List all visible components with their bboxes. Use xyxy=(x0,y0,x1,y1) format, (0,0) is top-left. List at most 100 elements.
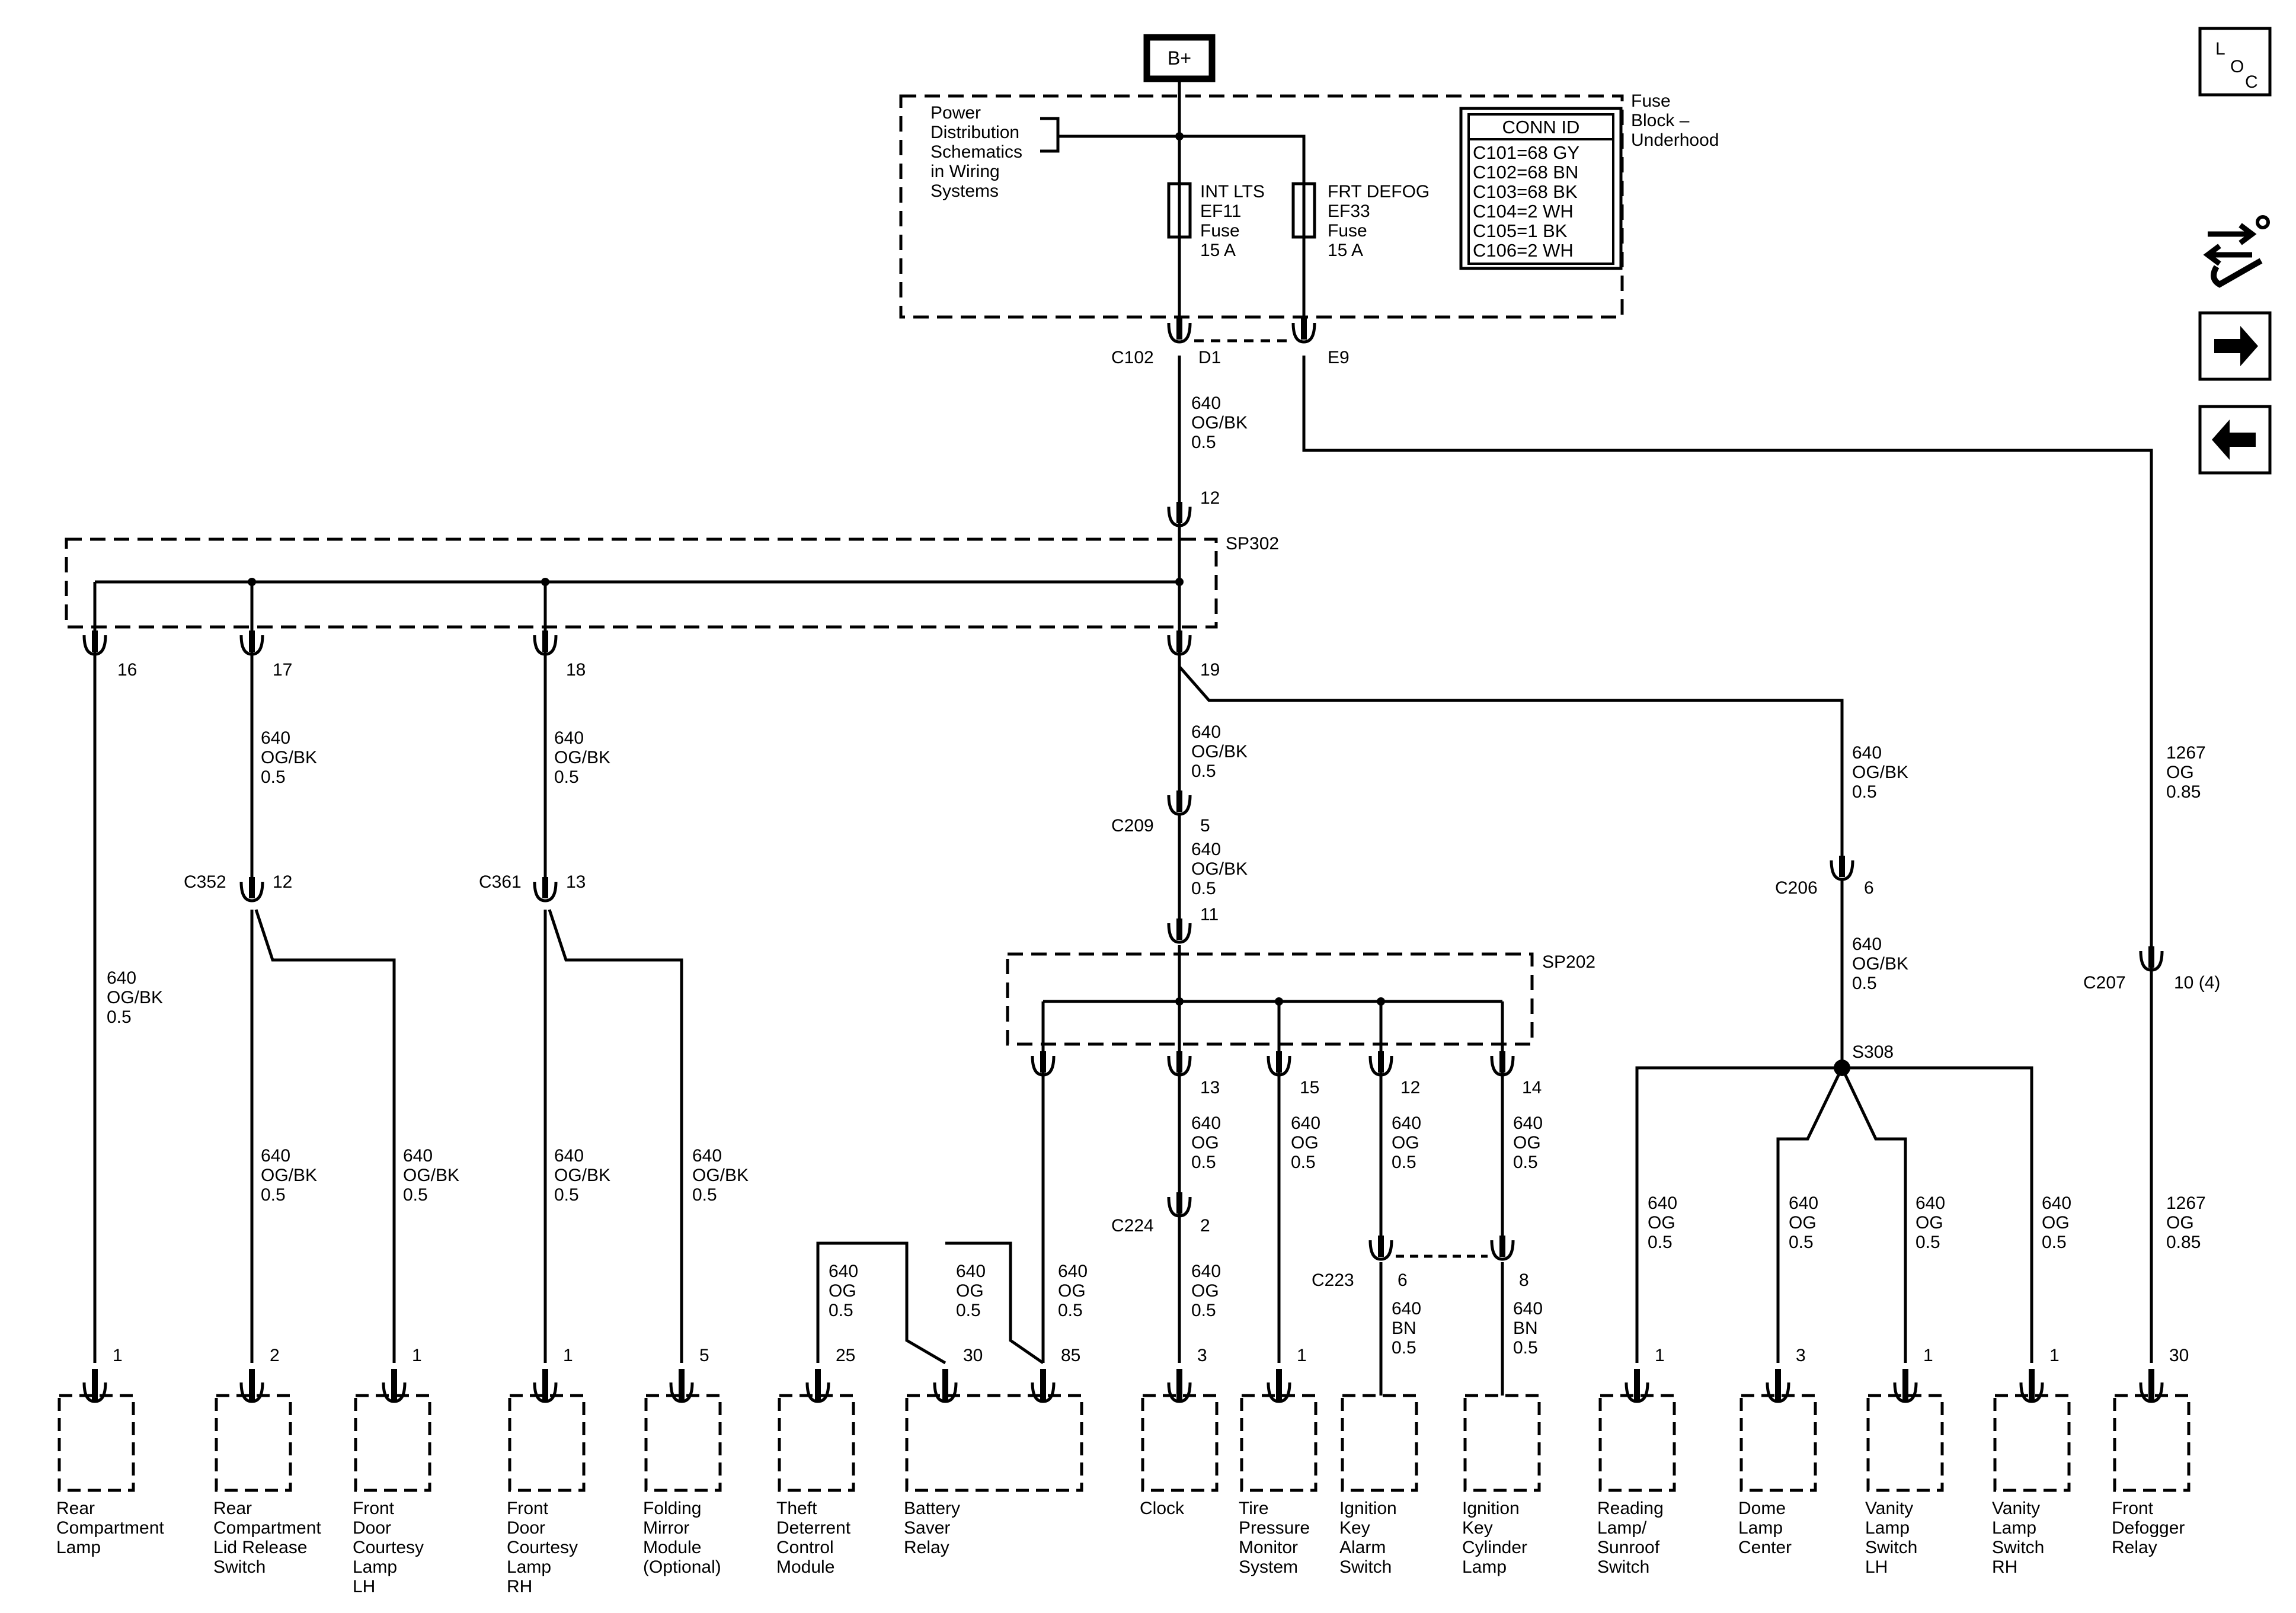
svg-text:640: 640 xyxy=(1513,1299,1543,1318)
component-label: Lamp xyxy=(1865,1518,1910,1538)
component-label: Lamp xyxy=(353,1557,397,1577)
connector-cup xyxy=(1167,631,1192,656)
component-label: Rear xyxy=(213,1499,252,1518)
component-label: Switch xyxy=(1992,1538,2044,1557)
component-label: Lamp xyxy=(1738,1518,1783,1538)
svg-text:640: 640 xyxy=(1852,743,1882,763)
component-pin-number: 25 xyxy=(836,1346,855,1365)
svg-text:INT LTS: INT LTS xyxy=(1200,182,1265,201)
pin-sp202-15: 15 xyxy=(1300,1078,1319,1097)
component-label: Switch xyxy=(213,1557,266,1577)
svg-text:5: 5 xyxy=(1200,816,1210,836)
component-label: Front xyxy=(2112,1499,2154,1518)
connector-cup xyxy=(239,631,264,656)
component-label: Lamp xyxy=(56,1538,101,1557)
fuse-block-label: Fuse xyxy=(1631,91,1671,111)
service-icon[interactable] xyxy=(2203,215,2270,288)
component-label: Tire xyxy=(1239,1499,1269,1518)
wire-c361-a: 640 OG/BK 0.5 xyxy=(554,1146,610,1205)
wire-pin16: 640 OG/BK 0.5 xyxy=(107,968,163,1027)
svg-text:0.5: 0.5 xyxy=(2042,1233,2067,1252)
component-pin-cup xyxy=(1766,1369,1790,1403)
svg-text:0.5: 0.5 xyxy=(1392,1153,1416,1172)
connector-cup xyxy=(1167,1051,1192,1077)
component-label: Folding xyxy=(643,1499,701,1518)
connector-cup xyxy=(1830,856,1854,881)
svg-text:0.5: 0.5 xyxy=(1191,879,1216,898)
svg-text:OG: OG xyxy=(1789,1213,1817,1233)
battery-terminal: B+ xyxy=(1143,34,1216,82)
component-label: Defogger xyxy=(2112,1518,2185,1538)
svg-text:0.5: 0.5 xyxy=(261,767,286,787)
component-label: Pressure xyxy=(1239,1518,1310,1538)
svg-text:Distribution: Distribution xyxy=(930,123,1019,142)
svg-text:OG/BK: OG/BK xyxy=(1852,763,1908,782)
svg-text:1267: 1267 xyxy=(2166,1193,2206,1213)
component-label: Mirror xyxy=(643,1518,689,1538)
connector-cup xyxy=(1167,502,1192,527)
next-arrow-icon[interactable] xyxy=(2198,311,2272,381)
component-label: Sunroof xyxy=(1597,1538,1660,1557)
wire-defog-lower: 1267 OG 0.85 xyxy=(2166,1193,2206,1252)
wire-c206-lower: 640 OG/BK 0.5 xyxy=(1852,934,1908,993)
svg-text:1267: 1267 xyxy=(2166,743,2206,763)
svg-text:C361: C361 xyxy=(479,872,522,892)
svg-text:OG: OG xyxy=(956,1281,984,1301)
component-pin-number: 30 xyxy=(2169,1346,2189,1365)
component-pin-cup xyxy=(1625,1369,1649,1403)
wire-bn-a: 640 BN 0.5 xyxy=(1392,1299,1421,1358)
svg-text:640: 640 xyxy=(261,1146,290,1166)
fuse-int-lts: INT LTS EF11 Fuse 15 A xyxy=(1167,182,1265,260)
component-label: Theft xyxy=(776,1499,817,1518)
svg-text:OG/BK: OG/BK xyxy=(554,1166,610,1185)
svg-text:E9: E9 xyxy=(1328,348,1350,367)
svg-text:640: 640 xyxy=(1191,1262,1221,1281)
component-label: Relay xyxy=(904,1538,949,1557)
wire-vanity-rh: 640 OG 0.5 xyxy=(2042,1193,2071,1252)
component-pin-number: 1 xyxy=(1297,1346,1307,1365)
component-label: Monitor xyxy=(1239,1538,1298,1557)
svg-text:0.5: 0.5 xyxy=(554,1185,579,1205)
connector-c361: C361 13 xyxy=(479,872,586,892)
wire-pin19: 640 OG/BK 0.5 xyxy=(1191,722,1248,781)
wire-dome: 640 OG 0.5 xyxy=(1789,1193,1818,1252)
component-pin-number: 5 xyxy=(699,1346,709,1365)
power-distribution-reference[interactable]: Power Distribution Schematics in Wiring … xyxy=(930,103,1306,201)
svg-text:Power: Power xyxy=(930,103,981,123)
pin-sp202-12: 12 xyxy=(1400,1078,1420,1097)
previous-arrow-icon[interactable] xyxy=(2198,405,2272,475)
svg-text:0.85: 0.85 xyxy=(2166,1233,2201,1252)
wire-c102: 640 OG/BK 0.5 xyxy=(1191,393,1248,452)
wire-c209: 640 OG/BK 0.5 xyxy=(1191,840,1248,898)
component-pin-number: 3 xyxy=(1197,1346,1207,1365)
component-label: LH xyxy=(353,1577,375,1596)
component-pin-cup xyxy=(933,1369,958,1403)
connector-c102: C102 D1 E9 xyxy=(1111,339,1350,367)
svg-text:C207: C207 xyxy=(2083,973,2126,993)
svg-text:OG/BK: OG/BK xyxy=(1191,742,1248,761)
svg-text:O: O xyxy=(2230,57,2244,76)
loc-icon[interactable]: L O C xyxy=(2198,27,2272,97)
svg-text:BN: BN xyxy=(1392,1318,1416,1338)
svg-text:0.5: 0.5 xyxy=(1191,1301,1216,1320)
component-label: Module xyxy=(643,1538,701,1557)
svg-text:Underhood: Underhood xyxy=(1631,130,1719,150)
